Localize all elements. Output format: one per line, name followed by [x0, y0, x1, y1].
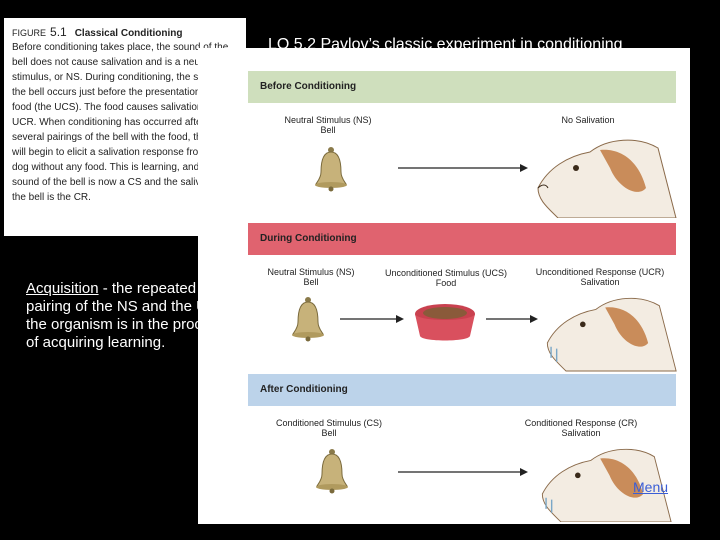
acquisition-text: - the repeated pairing of the NS and the… [26, 280, 232, 315]
figure-label: FIGURE [12, 28, 47, 38]
arrow-icon [340, 315, 404, 323]
after-conditioning-band: After Conditioning [248, 374, 676, 406]
arrow-icon [486, 315, 538, 323]
bell-icon [292, 297, 324, 342]
bell-icon [316, 449, 348, 494]
dog-head-icon [546, 297, 677, 372]
before-response-label: No Salivation [561, 115, 615, 125]
during-stimulus-label: Neutral Stimulus (NS) Bell [267, 267, 355, 287]
menu-link[interactable]: Menu [633, 479, 669, 495]
bell-icon [315, 147, 347, 192]
arrow-icon [398, 468, 528, 476]
dog-head-icon [541, 448, 672, 522]
during-conditioning-band: During Conditioning [248, 223, 676, 255]
acquisition-term: Acquisition [26, 280, 99, 297]
before-conditioning-band: Before Conditioning [248, 71, 676, 103]
arrow-icon [398, 164, 528, 172]
after-response-label: Conditioned Response (CR) Salivation [524, 418, 638, 438]
figure-number: 5.1 [50, 25, 67, 39]
acquisition-text-line2: the organism is in the process of acquir… [26, 316, 226, 351]
figure-caption: Before conditioning takes place, the sou… [12, 42, 234, 203]
during-ucr-label: Unconditioned Response (UCR) Salivation [535, 267, 665, 287]
acquisition-definition: Acquisition - the repeated pairing of th… [26, 280, 236, 352]
during-ucs-label: Unconditioned Stimulus (UCS) Food [384, 268, 508, 288]
after-stimulus-label: Conditioned Stimulus (CS) Bell [275, 418, 383, 438]
before-stimulus-label: Neutral Stimulus (NS) Bell [284, 115, 372, 135]
food-bowl-icon [415, 304, 475, 341]
dog-head-icon [537, 139, 677, 218]
conditioning-diagram: Before Conditioning Neutral Stimulus (NS… [198, 48, 690, 524]
figure-title: Classical Conditioning [74, 28, 183, 39]
